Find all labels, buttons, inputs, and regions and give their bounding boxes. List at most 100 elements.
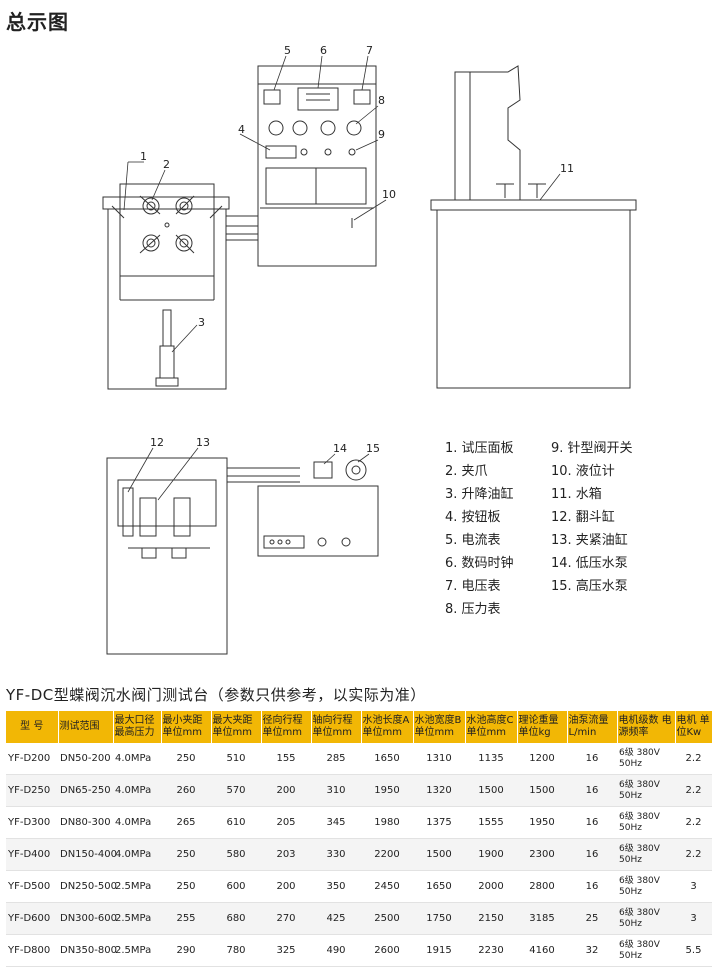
table-cell: 345: [311, 806, 361, 839]
table-cell: 600: [211, 870, 261, 903]
table-cell: 350: [311, 870, 361, 903]
table-cell: 780: [211, 934, 261, 967]
table-cell: 2.2: [675, 838, 712, 871]
table-cell: 2.5MPa: [113, 870, 161, 903]
column-header: 理论重量 单位kg: [517, 711, 568, 743]
spec-table: 型 号 测试范围 最大口径 最高压力 最小夹距 单位mm 最大夹距 单位mm 径…: [6, 711, 713, 967]
legend-item: 5. 电流表: [445, 533, 501, 548]
column-header: 最小夹距 单位mm: [161, 711, 212, 743]
callout-10: 10: [382, 188, 396, 201]
table-cell: 16: [567, 870, 617, 903]
table-cell: DN250-500: [58, 870, 117, 903]
callout-3: 3: [198, 316, 205, 329]
table-cell: 510: [211, 743, 261, 775]
table-row: YF-D200 DN50-200 4.0MPa 250 510 155 285 …: [6, 743, 712, 775]
legend-item: 15. 高压水泵: [551, 579, 628, 594]
table-cell: 1135: [465, 743, 517, 775]
legend-item: 7. 电压表: [445, 579, 501, 594]
table-row: YF-D250 DN65-250 4.0MPa 260 570 200 310 …: [6, 774, 712, 807]
table-cell: 270: [261, 902, 311, 935]
table-cell: YF-D600: [6, 902, 58, 935]
front-view: [102, 183, 258, 390]
table-cell: 1500: [517, 774, 567, 807]
table-cell: YF-D500: [6, 870, 58, 903]
callout-2: 2: [163, 158, 170, 171]
table-cell: 285: [311, 743, 361, 775]
column-header: 水池高度C 单位mm: [465, 711, 518, 743]
table-cell: 2230: [465, 934, 517, 967]
table-cell: 3: [675, 870, 712, 903]
table-cell: 1500: [465, 774, 517, 807]
table-cell: 1900: [465, 838, 517, 871]
table-cell: 310: [311, 774, 361, 807]
table-cell: 1650: [413, 870, 465, 903]
table-cell: 255: [161, 902, 211, 935]
column-header: 测试范围: [58, 711, 114, 743]
table-cell: 2150: [465, 902, 517, 935]
callout-6: 6: [320, 44, 327, 57]
column-header: 电机级数 电源频率: [617, 711, 676, 743]
control-cabinet: [257, 65, 377, 267]
table-cell: DN65-250: [58, 774, 113, 807]
table-cell: 4160: [517, 934, 567, 967]
table-cell: 1750: [413, 902, 465, 935]
table-cell: 4.0MPa: [113, 838, 161, 871]
column-header: 最大夹距 单位mm: [211, 711, 262, 743]
table-row: YF-D500 DN250-500 2.5MPa 250 600 200 350…: [6, 870, 712, 903]
table-cell: 1320: [413, 774, 465, 807]
table-cell: DN300-600: [58, 902, 117, 935]
table-cell: 1980: [361, 806, 413, 839]
legend-item: 9. 针型阀开关: [551, 441, 633, 456]
legend-item: 3. 升降油缸: [445, 487, 514, 502]
callout-4: 4: [238, 123, 245, 136]
callout-1: 1: [140, 150, 147, 163]
callout-12: 12: [150, 436, 164, 449]
legend-item: 10. 液位计: [551, 464, 615, 479]
legend-item: 4. 按钮板: [445, 510, 501, 525]
callout-13: 13: [196, 436, 210, 449]
table-cell: DN80-300: [58, 806, 113, 839]
table-cell: 2.2: [675, 806, 712, 839]
column-header: 电机 单位Kw: [675, 711, 713, 743]
table-cell: 200: [261, 774, 311, 807]
table-cell: 4.0MPa: [113, 774, 161, 807]
table-cell: 200: [261, 870, 311, 903]
table-cell: DN150-400: [58, 838, 117, 871]
table-row: YF-D300 DN80-300 4.0MPa 265 610 205 345 …: [6, 806, 712, 839]
table-cell: 2.5MPa: [113, 934, 161, 967]
callout-11: 11: [560, 162, 574, 175]
table-cell: 330: [311, 838, 361, 871]
table-row: YF-D400 DN150-400 4.0MPa 250 580 203 330…: [6, 838, 712, 871]
table-cell: 1500: [413, 838, 465, 871]
column-header: 油泵流量 L/min: [567, 711, 618, 743]
table-cell: 610: [211, 806, 261, 839]
callout-labels: 1 2 3 4 5 6 7 8 9 10 11 12 13 14 15: [140, 44, 574, 455]
callout-8: 8: [378, 94, 385, 107]
table-cell: 6级 380V 50Hz: [617, 934, 675, 967]
table-cell: 490: [311, 934, 361, 967]
table-cell: YF-D400: [6, 838, 58, 871]
table-cell: 4.0MPa: [113, 806, 161, 839]
table-cell: 580: [211, 838, 261, 871]
column-header: 水池长度A 单位mm: [361, 711, 414, 743]
table-cell: 2450: [361, 870, 413, 903]
table-cell: 570: [211, 774, 261, 807]
callout-7: 7: [366, 44, 373, 57]
table-cell: 16: [567, 774, 617, 807]
equipment-drawing: 1 2 3 4 5 6 7 8 9 10 11 12 13 14 15: [102, 44, 637, 655]
callout-15: 15: [366, 442, 380, 455]
table-cell: 6级 380V 50Hz: [617, 902, 675, 935]
table-cell: 2.2: [675, 774, 712, 807]
table-cell: 265: [161, 806, 211, 839]
table-cell: 1200: [517, 743, 567, 775]
column-header: 径向行程 单位mm: [261, 711, 312, 743]
legend-item: 12. 翻斗缸: [551, 510, 615, 525]
page-title: 总示图: [6, 10, 69, 34]
legend-item: 2. 夹爪: [445, 464, 488, 479]
table-cell: 6级 380V 50Hz: [617, 806, 675, 839]
table-cell: 6级 380V 50Hz: [617, 774, 675, 807]
table-cell: 2200: [361, 838, 413, 871]
table-cell: 6级 380V 50Hz: [617, 743, 675, 775]
column-header: 水池宽度B 单位mm: [413, 711, 466, 743]
table-cell: 1915: [413, 934, 465, 967]
